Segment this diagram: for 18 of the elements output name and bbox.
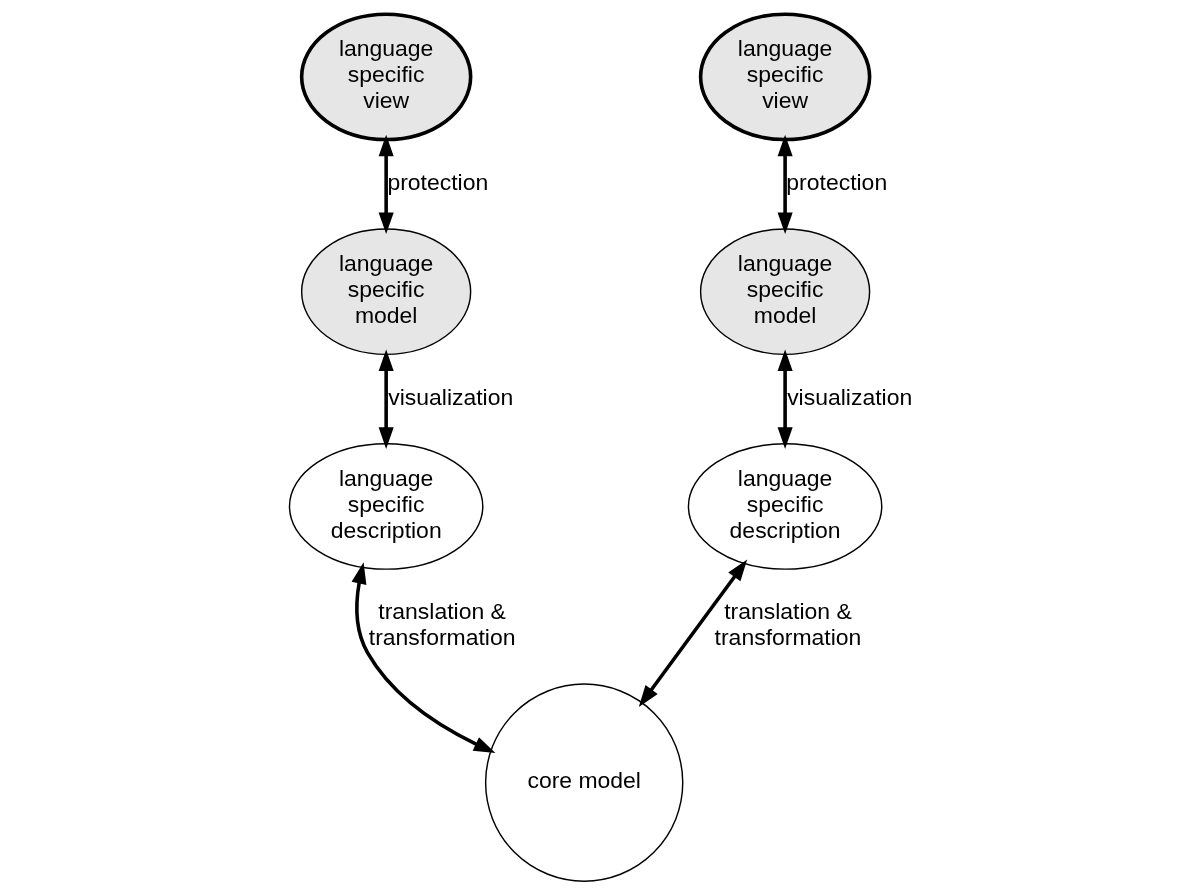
node-ellipse: language specific model xyxy=(699,228,871,356)
edge-label: protection xyxy=(387,168,489,195)
edge-label: translation & transformation xyxy=(368,598,516,651)
arrow xyxy=(777,134,793,235)
node-ellipse: language specific view xyxy=(698,12,872,142)
edge-label: translation & transformation xyxy=(714,598,862,651)
node-ellipse: language specific description xyxy=(288,443,484,570)
edge-label: visualization xyxy=(388,383,514,410)
arrow xyxy=(638,559,748,707)
node-ellipse: language specific view xyxy=(299,12,473,142)
arrow xyxy=(378,349,394,449)
arrow xyxy=(777,349,793,449)
edge-label: visualization xyxy=(787,383,913,410)
arrow xyxy=(351,562,496,754)
arrow xyxy=(378,134,394,235)
node-ellipse: language specific model xyxy=(300,228,472,356)
edge-label: protection xyxy=(786,168,888,195)
node-ellipse: language specific description xyxy=(687,443,883,570)
